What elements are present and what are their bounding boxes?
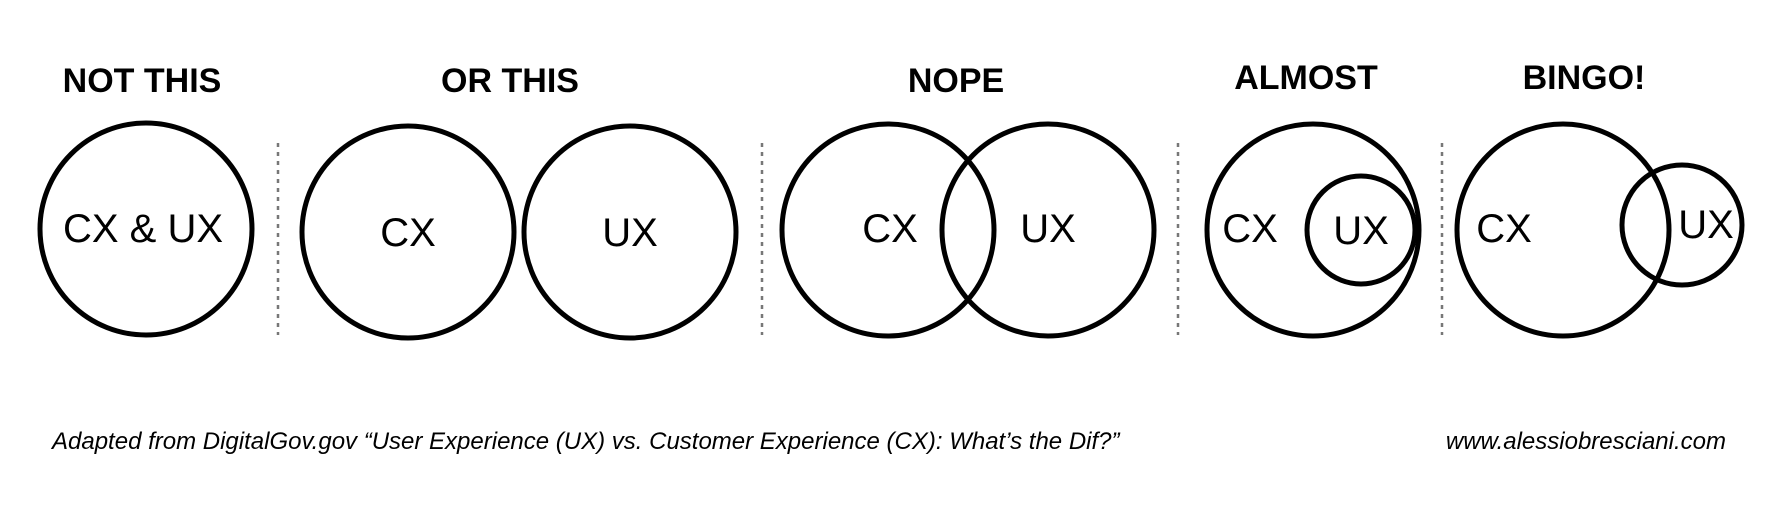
cx-label: CX: [380, 211, 436, 255]
panel-or-this: OR THIS CX UX: [299, 62, 739, 341]
cx-label: CX: [1222, 207, 1278, 251]
cx-circle: [299, 123, 517, 341]
ux-label: UX: [1333, 209, 1389, 253]
source-caption: Adapted from DigitalGov.gov “User Experi…: [52, 428, 1120, 455]
panel-heading: NOT THIS: [63, 62, 222, 100]
panel-bingo: BINGO! CX UX: [1454, 59, 1745, 339]
cx-label: CX: [862, 207, 918, 251]
panel-heading: OR THIS: [441, 62, 579, 100]
cx-circle: [1454, 121, 1672, 339]
panel-heading: BINGO!: [1523, 59, 1646, 97]
combined-cx-ux-circle: [37, 120, 255, 338]
ux-label: UX: [1020, 207, 1076, 251]
ux-label: UX: [1678, 203, 1734, 247]
cx-circle: [1204, 121, 1422, 339]
ux-circle: [939, 121, 1157, 339]
panel-almost: ALMOST CX UX: [1204, 59, 1422, 339]
panel-heading: NOPE: [908, 62, 1004, 100]
panel-nope: NOPE CX UX: [779, 62, 1157, 339]
ux-circle: [521, 123, 739, 341]
ux-circle: [1304, 173, 1418, 287]
cx-circle: [779, 121, 997, 339]
panel-heading: ALMOST: [1234, 59, 1378, 97]
cx-label: CX: [1476, 207, 1532, 251]
panel-not-this: NOT THIS CX & UX: [37, 62, 255, 338]
ux-circle: [1619, 162, 1745, 288]
ux-label: UX: [602, 211, 658, 255]
cx-ux-label: CX & UX: [63, 207, 223, 251]
website-link[interactable]: www.alessiobresciani.com: [1445, 428, 1726, 455]
